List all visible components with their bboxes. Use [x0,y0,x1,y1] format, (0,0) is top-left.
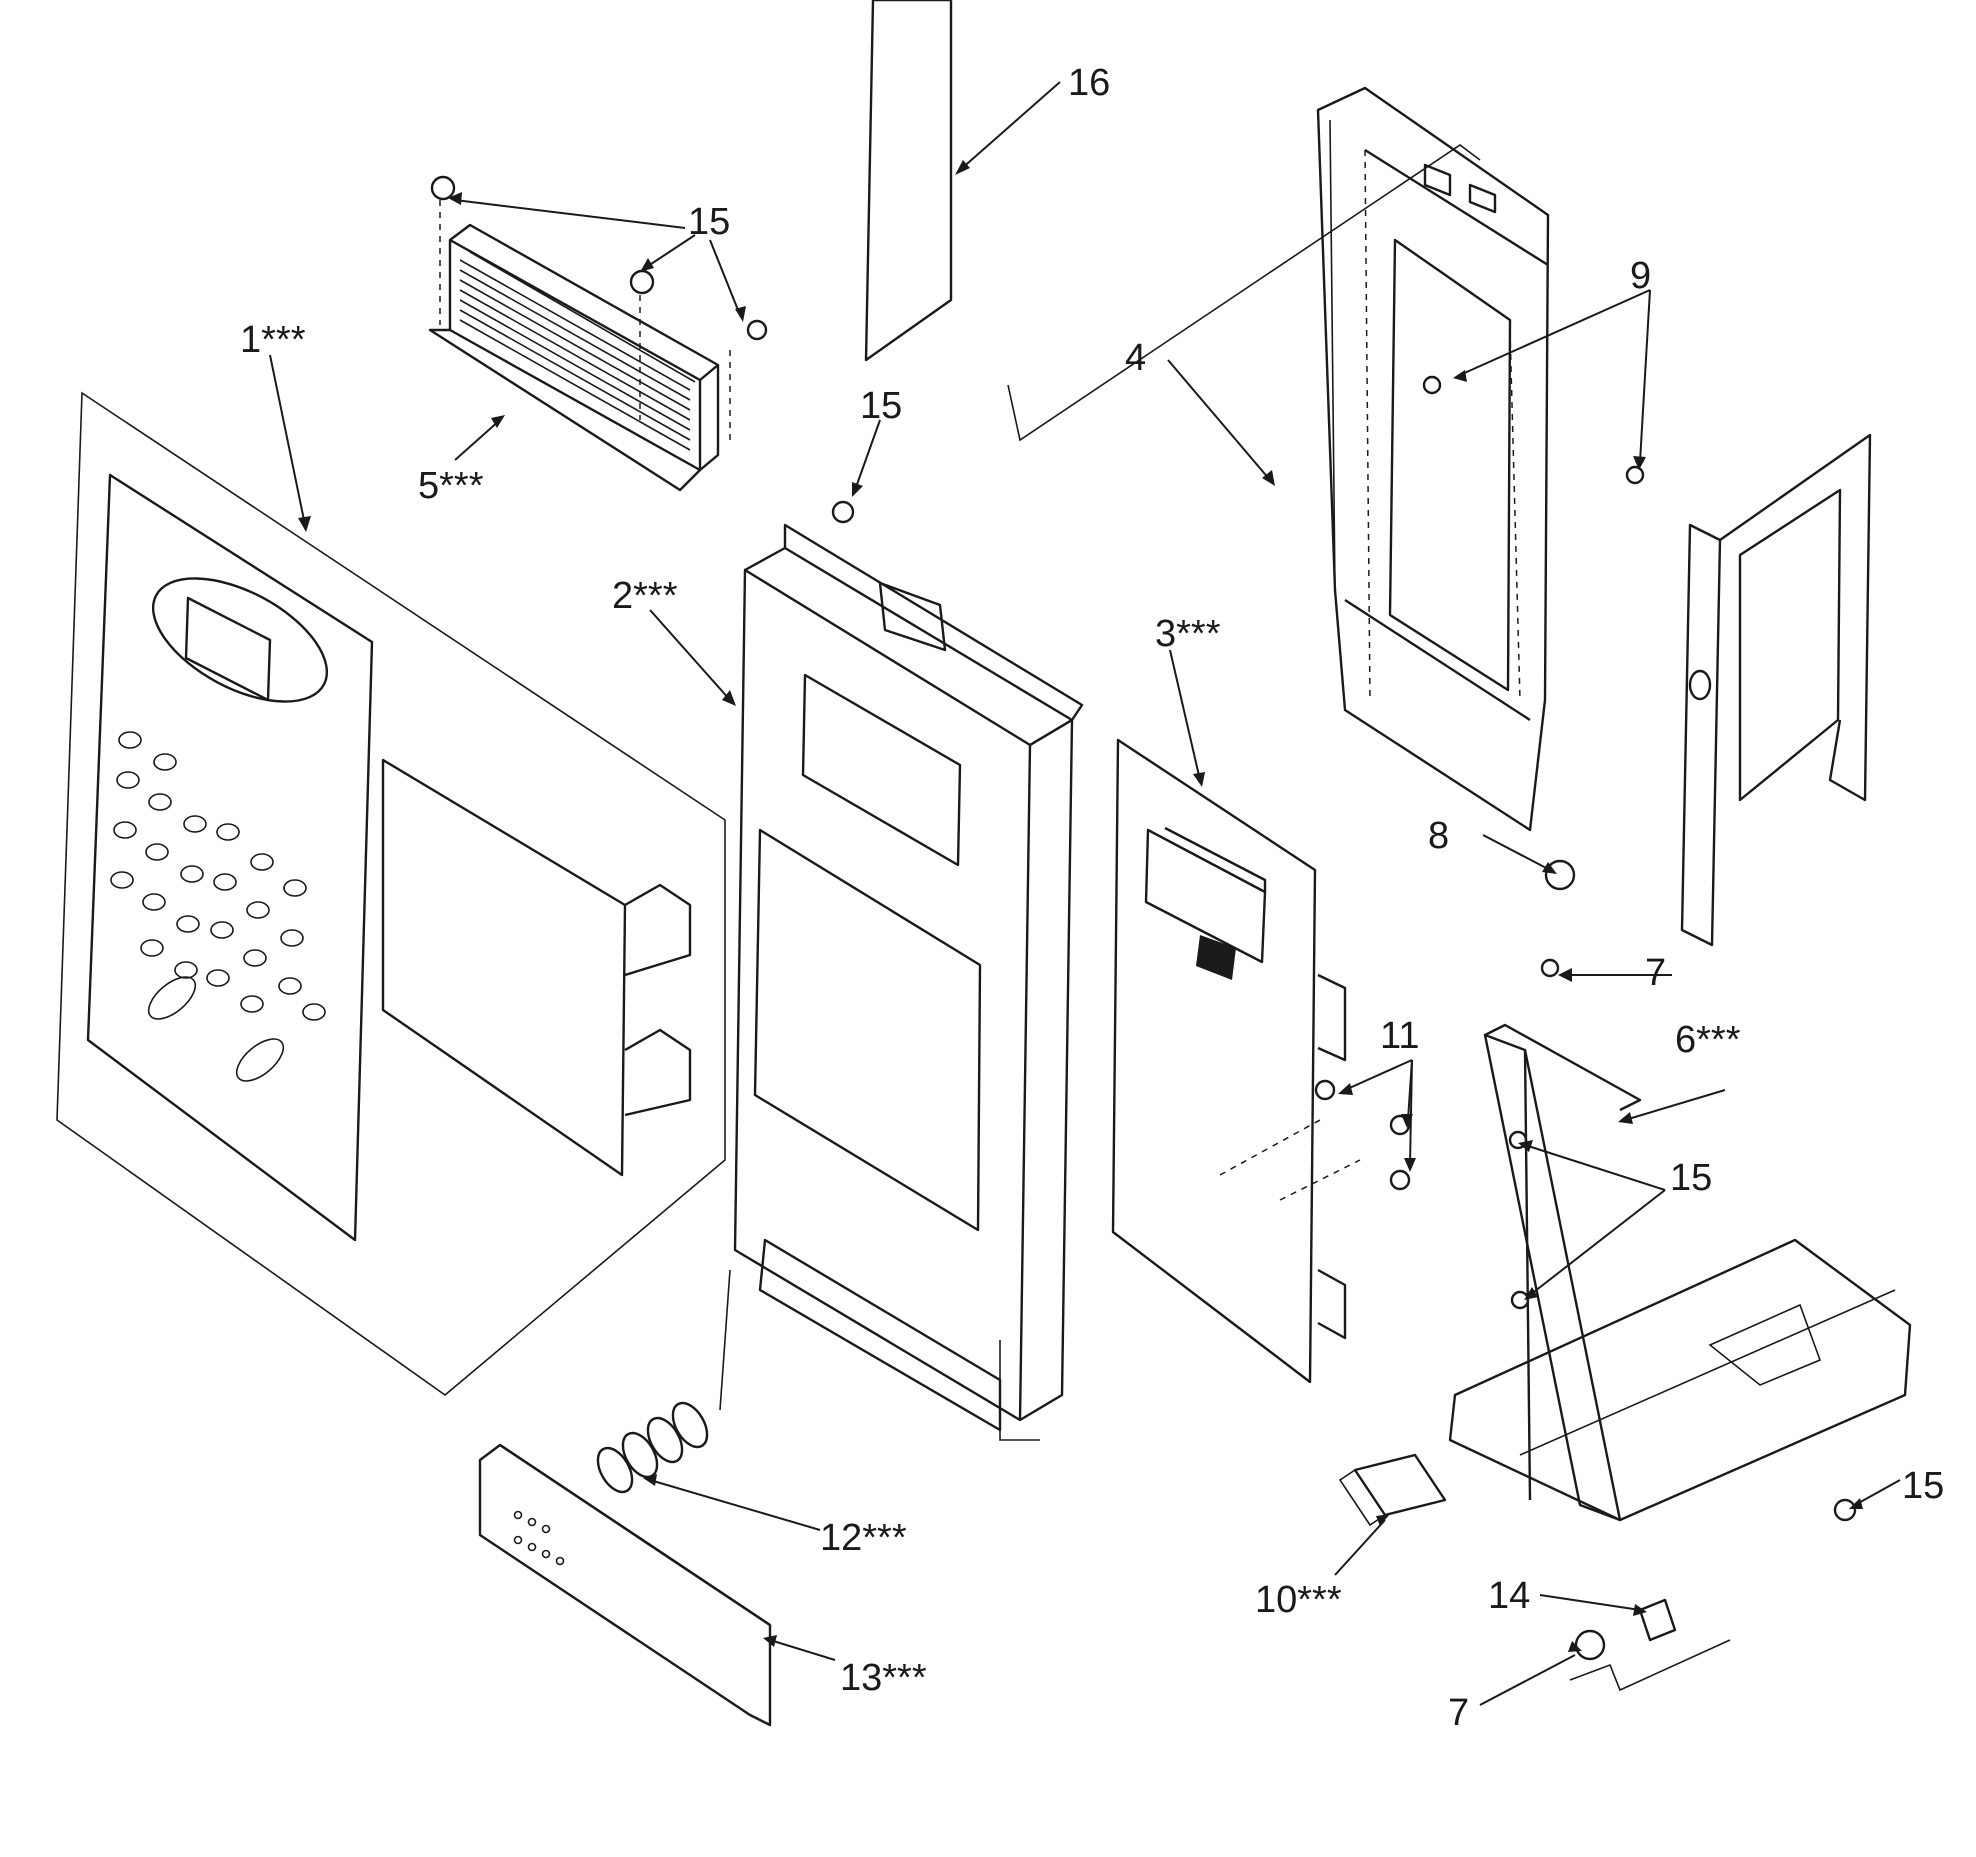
callout-7-lower: 7 [1448,1692,1469,1734]
callout-5: 5*** [418,465,484,507]
callout-12: 12*** [820,1517,907,1559]
part-3-circuit-board [1111,738,1411,1384]
part-4-shield-bracket [1007,86,1645,832]
part-side-bracket [1540,433,1872,978]
arrowheads [298,160,1863,1652]
callout-2: 2*** [612,575,678,617]
callout-6: 6*** [1675,1019,1741,1061]
callout-4: 4 [1125,337,1146,379]
callout-15-lower: 15 [1902,1465,1944,1507]
callout-3: 3*** [1155,613,1221,655]
callout-13: 13*** [840,1657,927,1699]
callout-15-mid: 15 [860,385,902,427]
callout-8: 8 [1428,815,1449,857]
part-14-spring-clip [1569,1598,1731,1692]
callout-labels: 16 15 1*** 5*** 15 2*** 3*** 4 9 8 7 11 … [240,62,1944,1734]
leader-lines [269,81,1901,1706]
callout-1: 1*** [240,319,306,361]
callout-11: 11 [1380,1015,1419,1057]
part-6-latch-panel [1448,1023,1912,1522]
part-12-spring [596,1269,731,1494]
part-10-switch [1338,1453,1447,1527]
callout-10: 10*** [1255,1579,1342,1621]
callout-7-upper: 7 [1645,952,1666,994]
callout-14: 14 [1488,1575,1530,1617]
part-13-trim-strip [478,1443,772,1727]
part-5-vent-grille [428,175,768,492]
callout-15-top: 15 [688,201,730,243]
callout-16: 16 [1068,62,1110,104]
part-2-control-frame [733,500,1084,1441]
callout-15-right: 15 [1670,1157,1712,1199]
part-1-control-panel-sheet [56,391,726,1397]
callout-9: 9 [1630,255,1651,297]
keypad-buttons [110,731,326,1082]
part-16-strip [864,0,953,362]
